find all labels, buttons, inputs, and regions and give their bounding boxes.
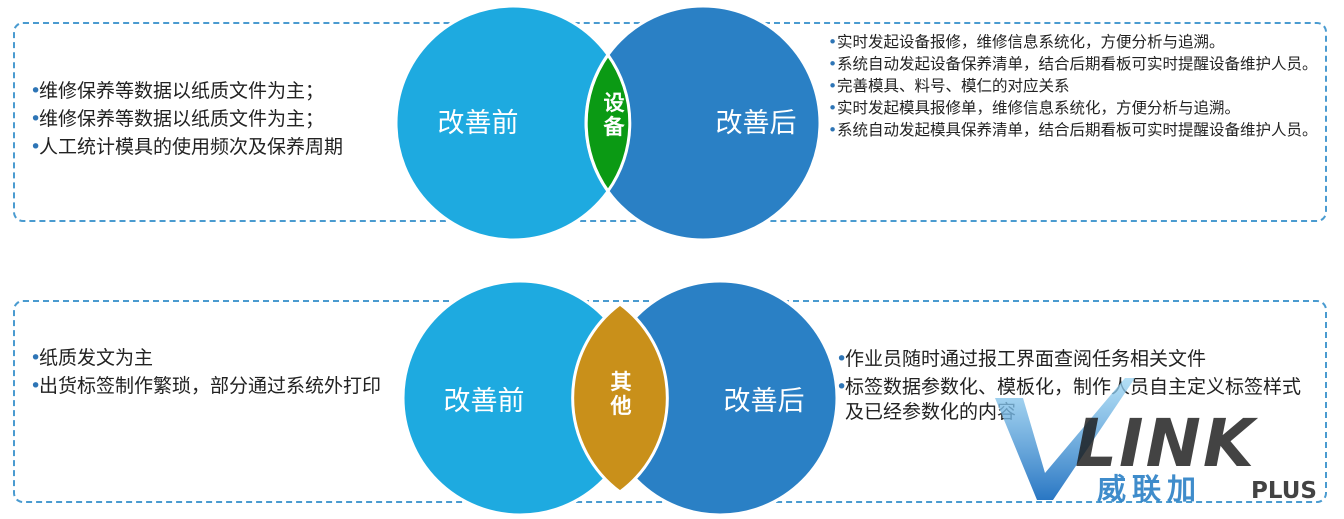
logo-v-mark-icon bbox=[995, 378, 1135, 500]
list-item: 作业员随时通过报工界面查阅任务相关文件 bbox=[836, 347, 1306, 372]
center-label-char: 设 bbox=[604, 91, 625, 115]
list-item: 标签数据参数化、模板化，制作人员自主定义标签样式及已经参数化的内容 bbox=[836, 375, 1306, 425]
venn-bottom-intersection bbox=[571, 302, 669, 494]
list-item: 系统自动发起模具保养清单，结合后期看板可实时提醒设备维护人员。 bbox=[828, 121, 1318, 140]
bottom-before-list: 纸质发文为主 出货标签制作繁琐，部分通过系统外打印 bbox=[30, 346, 400, 402]
venn-bottom-after-label: 改善后 bbox=[724, 386, 805, 417]
list-item: 完善模具、料号、模仁的对应关系 bbox=[828, 77, 1318, 96]
list-item: 实时发起设备报修，维修信息系统化，方便分析与追溯。 bbox=[828, 33, 1318, 52]
venn-top-center-label: 设备 bbox=[603, 91, 626, 139]
list-item: 人工统计模具的使用频次及保养周期 bbox=[30, 135, 400, 160]
logo-chinese-name: 威联加 bbox=[1097, 472, 1202, 506]
venn-top: 改善前 改善后 设备 bbox=[394, 4, 822, 242]
venn-top-after-label: 改善后 bbox=[716, 108, 797, 139]
list-item: 系统自动发起设备保养清单，结合后期看板可实时提醒设备维护人员。 bbox=[828, 55, 1318, 74]
center-label-char: 备 bbox=[603, 115, 626, 139]
logo-plus: PLUS bbox=[1251, 478, 1317, 504]
top-before-list: 维修保养等数据以纸质文件为主； 维修保养等数据以纸质文件为主； 人工统计模具的使… bbox=[30, 79, 400, 163]
vlink-plus-logo: LINK 威联加 PLUS bbox=[995, 378, 1317, 506]
center-label-char: 他 bbox=[610, 394, 632, 418]
logo-wordmark: LINK bbox=[1075, 405, 1259, 482]
venn-bottom-before-label: 改善前 bbox=[444, 386, 525, 417]
venn-bottom: 改善前 改善后 其他 bbox=[401, 279, 839, 517]
venn-top-intersection bbox=[584, 52, 632, 194]
top-after-list: 实时发起设备报修，维修信息系统化，方便分析与追溯。 系统自动发起设备保养清单，结… bbox=[828, 33, 1318, 143]
list-item: 出货标签制作繁琐，部分通过系统外打印 bbox=[30, 374, 400, 399]
venn-bottom-center-label: 其他 bbox=[610, 370, 632, 418]
list-item: 实时发起模具报修单，维修信息系统化，方便分析与追溯。 bbox=[828, 99, 1318, 118]
list-item: 纸质发文为主 bbox=[30, 346, 400, 371]
bottom-after-list: 作业员随时通过报工界面查阅任务相关文件 标签数据参数化、模板化，制作人员自主定义… bbox=[836, 347, 1306, 428]
list-item: 维修保养等数据以纸质文件为主； bbox=[30, 107, 400, 132]
list-item: 维修保养等数据以纸质文件为主； bbox=[30, 79, 400, 104]
center-label-char: 其 bbox=[611, 370, 632, 394]
venn-top-before-label: 改善前 bbox=[438, 108, 519, 139]
